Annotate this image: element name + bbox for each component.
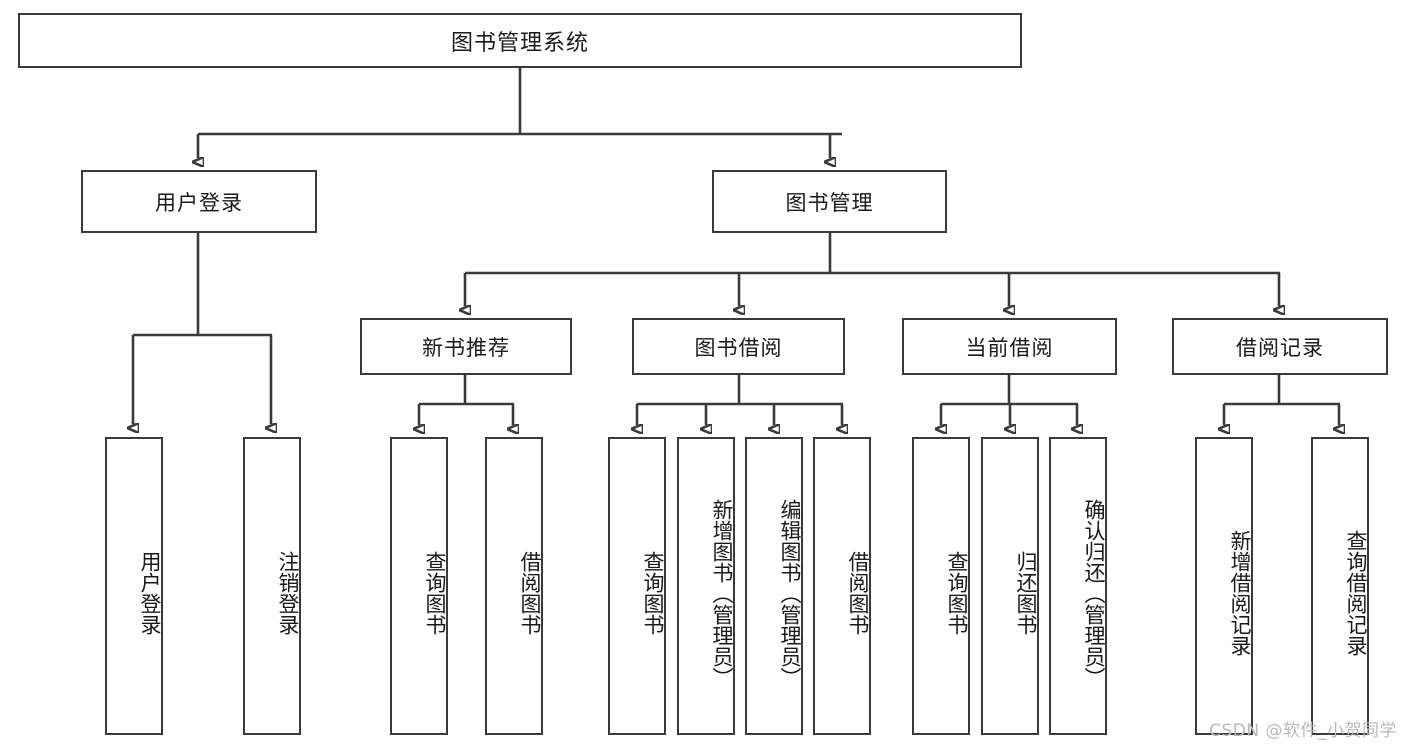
- node-label: 图书借阅: [694, 335, 783, 360]
- leaf-query-book-3[interactable]: 查询图书: [912, 437, 970, 735]
- leaf-query-book-1[interactable]: 查询图书: [390, 437, 448, 735]
- node-label: 用户登录: [138, 551, 162, 635]
- leaf-return-book[interactable]: 归还图书: [981, 437, 1039, 735]
- node-label: 用户登录: [155, 190, 243, 215]
- node-label: 查询图书: [945, 551, 969, 635]
- node-label: 借阅图书: [518, 551, 542, 635]
- node-label: 新书推荐: [422, 335, 510, 360]
- node-label: 注销登录: [276, 551, 300, 635]
- leaf-borrow-book-2[interactable]: 借阅图书: [813, 437, 871, 735]
- leaf-borrow-book-1[interactable]: 借阅图书: [485, 437, 543, 735]
- leaf-add-book[interactable]: 新增图书（管理员）: [677, 437, 735, 735]
- node-label: 查询图书: [641, 551, 665, 635]
- node-label: 借阅记录: [1236, 335, 1324, 360]
- leaf-query-book-2[interactable]: 查询图书: [608, 437, 666, 735]
- node-label: 新增图书（管理员）: [710, 498, 734, 688]
- node-book-borrow[interactable]: 图书借阅: [632, 318, 845, 375]
- node-label: 新增借阅记录: [1228, 530, 1252, 656]
- node-label: 借阅图书: [846, 551, 870, 635]
- node-label: 当前借阅: [965, 335, 1054, 360]
- node-root[interactable]: 图书管理系统: [18, 13, 1022, 68]
- node-book-manage[interactable]: 图书管理: [712, 170, 947, 233]
- node-new-book-rec[interactable]: 新书推荐: [360, 318, 572, 375]
- node-label: 查询借阅记录: [1344, 530, 1368, 656]
- leaf-user-logout[interactable]: 注销登录: [243, 437, 301, 735]
- leaf-user-login[interactable]: 用户登录: [105, 437, 163, 735]
- node-label: 编辑图书（管理员）: [778, 498, 802, 688]
- node-label: 图书管理系统: [450, 30, 589, 56]
- node-borrow-record[interactable]: 借阅记录: [1172, 318, 1388, 375]
- node-label: 归还图书: [1014, 551, 1038, 635]
- leaf-edit-book[interactable]: 编辑图书（管理员）: [745, 437, 803, 735]
- watermark: CSDN @软件_小贺同学: [1209, 721, 1397, 741]
- leaf-confirm-return[interactable]: 确认归还（管理员）: [1049, 437, 1107, 735]
- node-user-login[interactable]: 用户登录: [81, 170, 317, 233]
- node-label: 查询图书: [423, 551, 447, 635]
- node-label: 图书管理: [785, 190, 874, 215]
- leaf-query-record[interactable]: 查询借阅记录: [1311, 437, 1369, 735]
- leaf-add-record[interactable]: 新增借阅记录: [1195, 437, 1253, 735]
- node-label: 确认归还（管理员）: [1082, 498, 1106, 688]
- node-current-borrow[interactable]: 当前借阅: [902, 318, 1117, 375]
